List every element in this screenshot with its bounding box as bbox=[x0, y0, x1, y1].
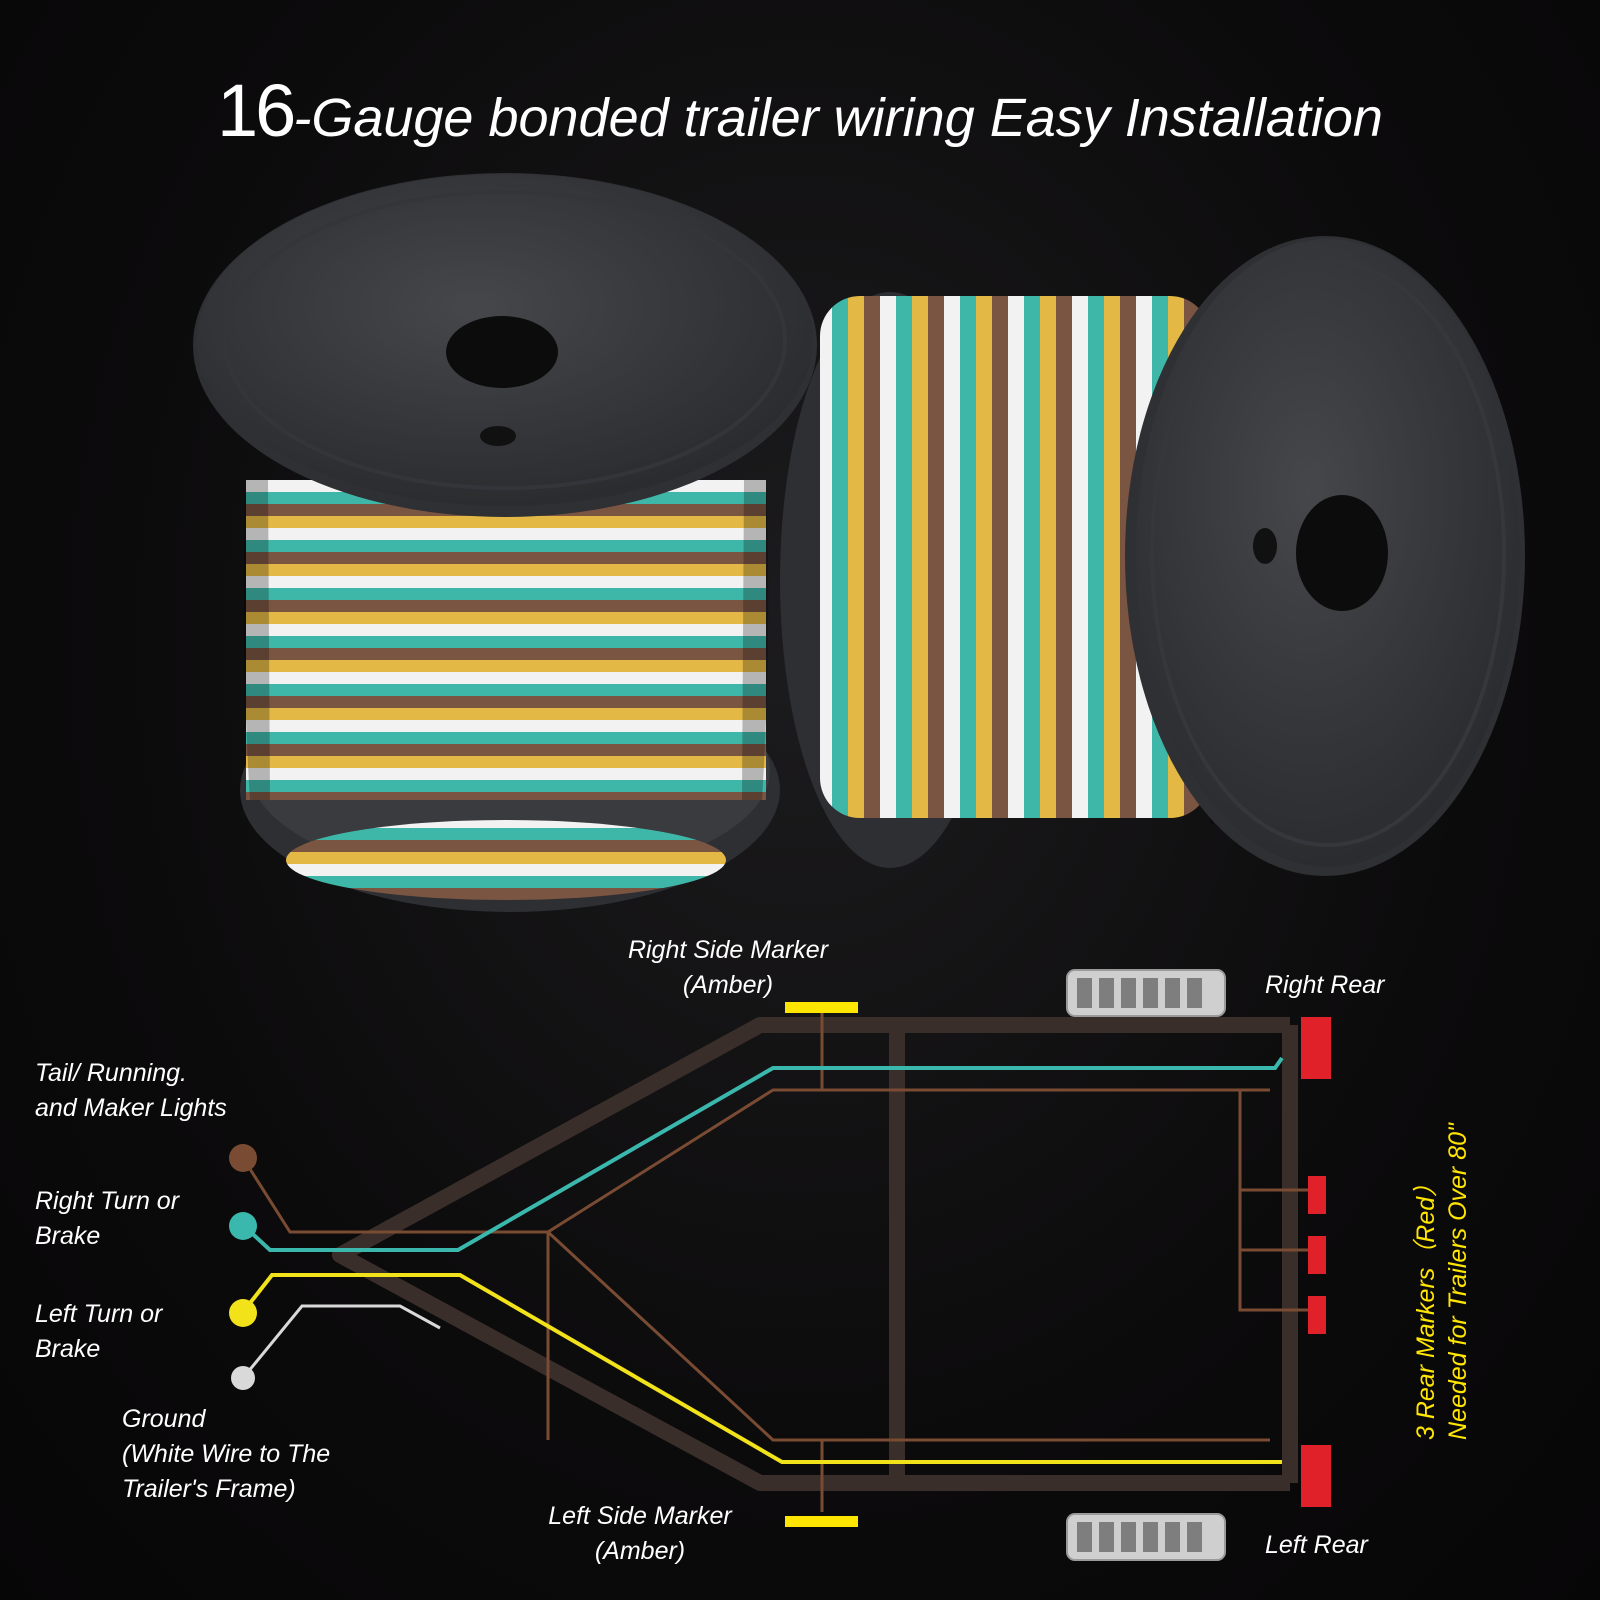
right-turn-label: Right Turn or Brake bbox=[35, 1184, 179, 1254]
title-text: -Gauge bonded trailer wiring Easy Instal… bbox=[293, 88, 1383, 148]
rear-marker-light bbox=[1308, 1296, 1326, 1334]
left-rear-light bbox=[1301, 1445, 1331, 1507]
label-line: Right Side Marker bbox=[627, 936, 829, 964]
wire-spool-left bbox=[193, 173, 817, 912]
yellow-connector-dot bbox=[229, 1299, 257, 1327]
white-connector-dot bbox=[231, 1366, 255, 1390]
wire-spool-right bbox=[780, 236, 1525, 876]
rear-marker-light bbox=[1308, 1236, 1326, 1274]
right-rear-light bbox=[1301, 1017, 1331, 1079]
trailer-frame bbox=[332, 1017, 1298, 1491]
page-title: 16-Gauge bonded trailer wiring Easy Inst… bbox=[0, 68, 1600, 153]
green-connector-dot bbox=[229, 1212, 257, 1240]
label-line: Left Turn or bbox=[35, 1300, 163, 1328]
green-wire bbox=[241, 1056, 1284, 1252]
tail-running-label: Tail/ Running. and Maker Lights bbox=[35, 1056, 227, 1126]
label-line: Trailer's Frame) bbox=[122, 1475, 296, 1503]
label-line: Brake bbox=[35, 1335, 101, 1363]
brown-connector-dot bbox=[229, 1144, 257, 1172]
label-line: Tail/ Running. bbox=[35, 1059, 187, 1087]
right-rear-label: Right Rear bbox=[1265, 971, 1385, 999]
right-side-marker-label: Right Side Marker (Amber) bbox=[578, 933, 878, 1003]
label-line: (White Wire to The bbox=[122, 1440, 331, 1468]
title-number: 16 bbox=[217, 69, 296, 152]
label-line: and Maker Lights bbox=[35, 1094, 227, 1122]
left-turn-label: Left Turn or Brake bbox=[35, 1297, 162, 1367]
right-side-marker-light bbox=[785, 1002, 858, 1013]
ground-label: Ground (White Wire to The Trailer's Fram… bbox=[122, 1402, 330, 1507]
label-line: Needed for Trailers Over 80" bbox=[1444, 1123, 1472, 1440]
label-line: (Amber) bbox=[594, 1537, 686, 1565]
left-rear-label: Left Rear bbox=[1265, 1531, 1368, 1559]
label-line: Left Side Marker bbox=[548, 1502, 732, 1530]
white-wire bbox=[241, 1304, 441, 1379]
brown-wire bbox=[241, 1010, 1312, 1512]
label-line: Ground bbox=[122, 1405, 206, 1433]
label-line: Right Turn or bbox=[35, 1187, 180, 1215]
label-line: Brake bbox=[35, 1222, 101, 1250]
tire-icon bbox=[1066, 969, 1226, 1561]
label-line: 3 Rear Markers（Red） bbox=[1412, 1171, 1440, 1440]
rear-markers-note: 3 Rear Markers（Red） Needed for Trailers … bbox=[1410, 1123, 1474, 1440]
left-side-marker-label: Left Side Marker (Amber) bbox=[490, 1499, 790, 1569]
left-side-marker-light bbox=[785, 1516, 858, 1527]
yellow-wire bbox=[241, 1273, 1282, 1464]
rear-marker-light bbox=[1308, 1176, 1326, 1214]
label-line: (Amber) bbox=[682, 971, 774, 999]
